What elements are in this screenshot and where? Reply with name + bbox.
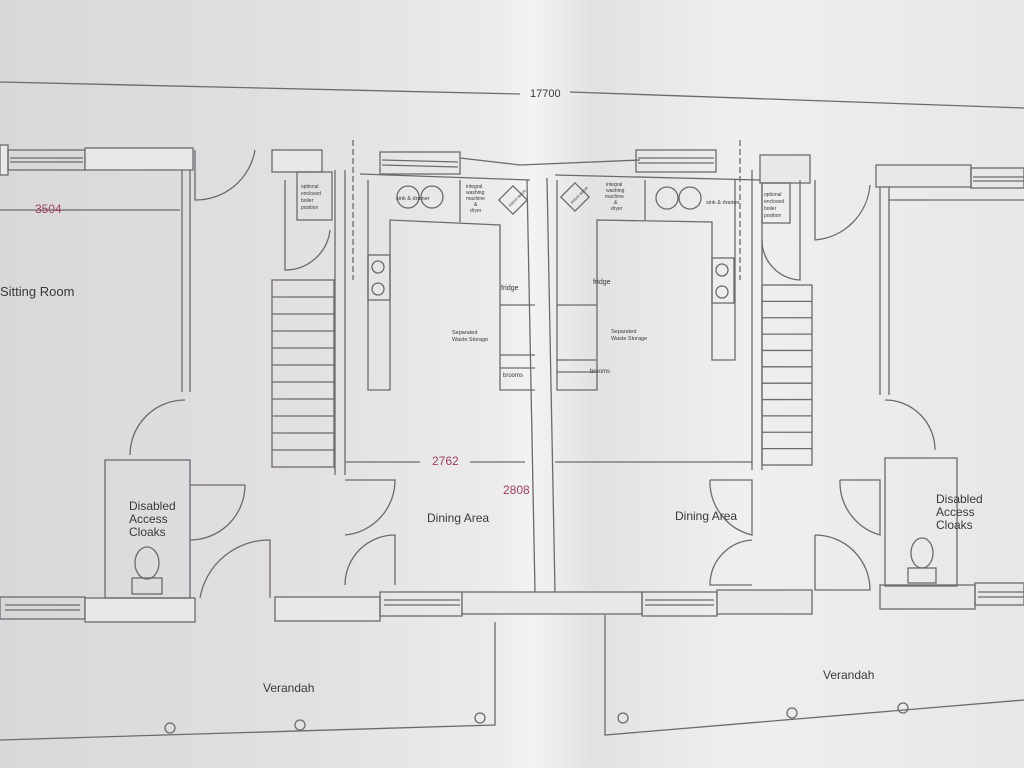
washer-label: machine <box>605 194 624 200</box>
washer-label: integral <box>466 184 482 190</box>
dining-width-dimension: 2762 <box>432 454 459 468</box>
overall-dimension: 17700 <box>0 81 1024 109</box>
boiler-label: optional <box>301 184 319 190</box>
washer-label: dryer <box>611 206 623 212</box>
walls <box>0 140 1024 741</box>
boiler-label: boiler <box>764 206 777 212</box>
cloaks-label-left-2: Access <box>129 512 168 526</box>
overall-dimension-label: 17700 <box>530 88 561 100</box>
verandah-label-left: Verandah <box>263 681 314 695</box>
verandah-label-right: Verandah <box>823 668 874 682</box>
washer-label: machine <box>466 196 485 202</box>
boiler-label: enclosed <box>301 191 321 197</box>
washer-label: integral <box>606 182 622 188</box>
waste-label: Waste Storage <box>611 336 647 342</box>
brooms-label: brooms <box>590 369 610 375</box>
stair-treads <box>762 300 812 450</box>
sink-label: sink & drainer <box>396 196 430 202</box>
boiler-label: enclosed <box>764 199 784 205</box>
washer-label: & <box>614 200 618 206</box>
stair-treads <box>272 296 334 451</box>
fridge-label: fridge <box>501 285 519 292</box>
waste-label: Separated <box>611 329 636 335</box>
dining-area-label-left: Dining Area <box>427 511 489 525</box>
boiler-label: position <box>301 205 318 211</box>
boiler-label: boiler <box>301 198 314 204</box>
washer-label: & <box>474 202 478 208</box>
dining-depth-dimension: 2808 <box>503 483 530 497</box>
fridge-label: fridge <box>593 279 611 286</box>
washer-label: washing <box>466 190 485 196</box>
sitting-room-label: Sitting Room <box>0 284 74 299</box>
cloaks-label-right-1: Disabled <box>936 492 983 506</box>
cloaks-label-right-2: Access <box>936 505 975 519</box>
sink-label: sink & drainer <box>706 200 740 206</box>
waste-label: Separated <box>452 330 477 336</box>
cloaks-label-right-3: Cloaks <box>936 518 973 532</box>
brooms-label: brooms <box>503 373 523 379</box>
cloaks-label-left-1: Disabled <box>129 499 176 513</box>
dining-area-label-right: Dining Area <box>675 509 737 523</box>
cloaks-label-left-3: Cloaks <box>129 525 166 539</box>
washer-label: dryer <box>470 208 482 214</box>
sitting-room-dimension: 3504 <box>35 202 62 216</box>
boiler-label: position <box>764 213 781 219</box>
waste-label: Waste Storage <box>452 337 488 343</box>
washer-label: washing <box>606 188 625 194</box>
boiler-label: optional <box>764 192 782 198</box>
